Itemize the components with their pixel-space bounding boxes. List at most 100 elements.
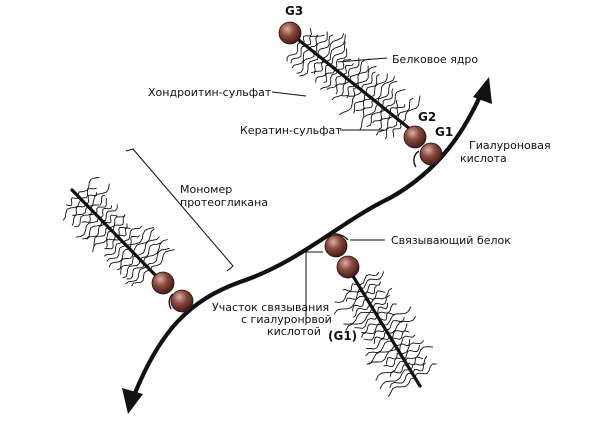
lower-g2-globule [336,255,360,279]
lower-gag-chain [383,357,403,367]
lower-core-protein [346,266,422,388]
upper-gag-chain [353,93,367,114]
left-gag-chain [104,214,118,225]
left-gag-chain [125,266,148,285]
upper-link-protein [413,150,420,168]
lower-gag-chain [333,295,366,315]
left-gag-chain [125,235,140,246]
upper-gag-chain [299,54,319,77]
hyaluronic-acid-arrowhead-bottom [122,388,143,414]
upper-gag-chain [377,80,398,104]
binding-site-label-line2: с гиалуроновой [241,313,332,326]
left-gag-chain [91,194,106,211]
left-gag-chain [117,252,134,271]
lower-gag-chain [334,287,361,303]
left-gag-chain [92,230,113,253]
chondroitin-sulfate-label: Хондроитин-сульфат [148,86,272,99]
lower-gag-chain [374,302,388,314]
lower-gag-chain [354,316,378,329]
upper-gag-chain [397,97,414,120]
left-gag-chain [146,247,170,268]
lower-gag-chain [352,299,368,312]
upper-gag-chain [321,33,345,60]
left-g2-globule [151,271,175,295]
upper-gag-chain [355,96,371,111]
upper-gag-chain [315,64,331,83]
left-gag-chain [104,241,124,257]
upper-gag-chain [329,41,346,66]
upper-gag-chain [323,67,335,83]
upper-gag-chain [362,99,375,118]
g3-label: G3 [285,4,303,18]
upper-gag-chain [369,73,388,98]
binding-site-label-line1: Участок связывания [212,301,329,314]
upper-g1-globule [419,142,443,166]
lower-gag-chain [364,286,377,297]
monomer-label-line2: протеогликана [180,196,268,209]
upper-gag-chain [381,88,394,107]
left-gag-chain [87,183,110,207]
left-gag-chain [111,215,125,232]
lower-gag-chain [386,316,416,334]
lower-gag-chain [363,328,386,341]
core-protein-label: Белковое ядро [392,53,478,66]
lower-gag-chain [371,295,390,309]
lower-gag-chain [389,372,413,389]
upper-core-protein [288,31,417,135]
g1-lower-label: (G1) [328,329,357,343]
hyaluronic-acid-label-line2: кислота [460,152,507,165]
upper-gag-chain [305,34,319,47]
binding-site-leader [305,251,323,325]
lower-gag-chain [359,271,385,289]
upper-gag-chain [326,74,343,90]
left-gag-chain [122,259,141,279]
upper-gag-chain [365,74,380,95]
lower-gag-chain [373,332,388,345]
left-gag-chain [62,198,82,221]
left-link-protein [168,293,174,310]
upper-gag-chain [376,115,395,136]
lower-gag-chain [389,364,408,377]
binding-site-label-line3: кислотой [267,325,321,338]
upper-gag-chain [349,58,370,82]
hyaluronic-acid-strand [130,89,485,401]
keratan-sulfate-label: Кератин-сульфат [240,124,342,137]
lower-gag-chain [379,369,411,390]
chondroitin-leader [271,91,307,97]
upper-gag-chain [333,48,348,69]
upper-gag-chain [361,71,376,91]
upper-g2-globule [403,125,427,149]
lower-gag-chain [394,334,416,346]
lower-gag-chain [345,290,363,302]
left-gag-chain [93,227,110,246]
lower-gag-chain [384,317,405,331]
upper-proteoglycan-gag-chains [286,27,421,140]
upper-gag-chain [313,61,327,74]
upper-gag-chain [296,51,315,74]
lower-gag-chain [409,355,428,371]
lower-gag-chain [406,356,424,367]
left-gag-chain [104,237,120,250]
lower-gag-chain [342,283,358,292]
upper-g3-globule [278,21,302,45]
left-proteoglycan-gag-chains [62,177,175,287]
left-gag-chain [149,249,175,271]
upper-gag-chain [335,77,347,95]
left-gag-chain [122,225,143,243]
left-gag-chain [129,227,155,250]
upper-gag-chain [366,105,383,127]
g2-label: G2 [418,110,436,124]
lower-gag-chain [365,336,391,350]
left-gag-chain [120,255,137,275]
lower-gag-chain [389,323,408,338]
left-gag-chain [72,202,86,216]
lower-gag-chain [411,362,426,375]
left-gag-chain [71,205,89,226]
lower-gag-chain [366,344,396,365]
upper-gag-chain [353,65,369,85]
lower-gag-chain [368,348,398,365]
upper-gag-chain [286,42,303,62]
upper-gag-chain [385,88,406,111]
upper-gag-chain [338,90,363,116]
